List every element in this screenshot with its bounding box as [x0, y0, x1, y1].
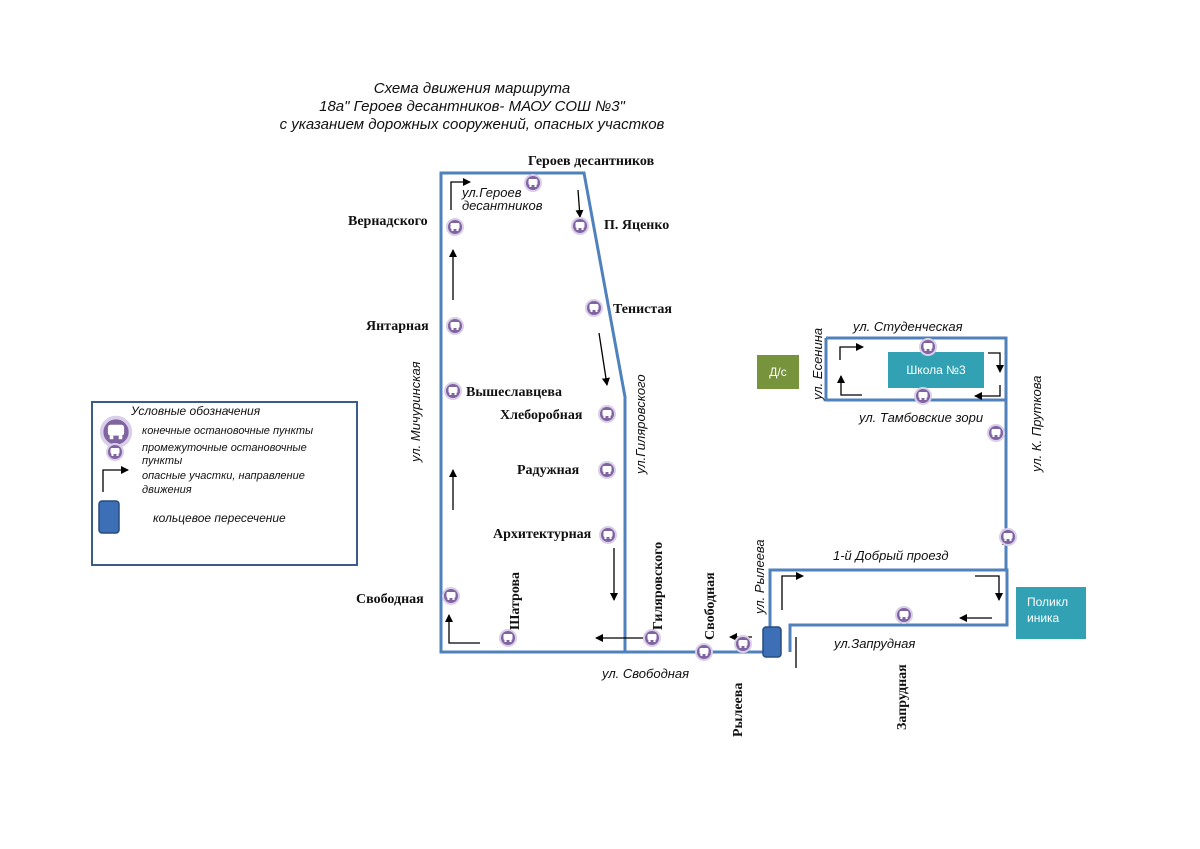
stop-label-vysheslavtseva: Вышеславцева	[466, 385, 562, 400]
title-line-1: Схема движения маршрута	[374, 80, 570, 97]
legend-danger-1: опасные участки, направление	[142, 470, 305, 482]
direction-arrow-icon	[975, 575, 1003, 601]
stop-labels: Героев десантников Вернадского П. Яценко…	[348, 154, 910, 737]
legend-danger-2: движения	[142, 484, 192, 496]
title-line-2: 18а" Героев десантников- МАОУ СОШ №3"	[319, 98, 625, 115]
school-building	[888, 352, 984, 388]
bus-stop-icon	[446, 317, 464, 335]
stop-label-shatrova: Шатрова	[508, 572, 523, 630]
stop-label-zaprudnaya: Запрудная	[895, 664, 910, 730]
legend-frame	[91, 401, 358, 566]
street-label-gilyarovskogo: ул.Гиляровского	[633, 374, 648, 475]
roads	[439, 171, 1009, 654]
direction-arrow-icon	[988, 352, 1004, 373]
street-label-ryleeva: ул. Рылеева	[752, 539, 767, 615]
bus-stop-icon	[571, 217, 589, 235]
bus-stop-icon	[999, 528, 1017, 546]
street-label-geroev-1: ул.Героев	[461, 185, 522, 200]
clinic-label-1: Поликл	[1027, 595, 1068, 609]
street-label-studencheskaya: ул. Студенческая	[852, 319, 963, 334]
street-label-tambovskie: ул. Тамбовские зори	[858, 410, 983, 425]
title-line-3: с указанием дорожных сооружений, опасных…	[280, 116, 665, 133]
stop-label-svobodnaya-v: Свободная	[703, 572, 718, 640]
intermediate-stop-icon	[106, 443, 124, 461]
terminal-stop-icon	[99, 415, 133, 449]
direction-arrow-icon	[781, 572, 804, 610]
direction-arrow-icon	[598, 332, 610, 386]
legend-intermediate-2: пункты	[142, 455, 182, 467]
stop-label-yantarnaya: Янтарная	[366, 319, 429, 334]
danger-arrow-icon	[102, 466, 129, 492]
bus-stop-icon	[499, 629, 517, 647]
direction-arrow-icon	[837, 375, 862, 396]
stop-label-arhitekturnaya: Архитектурная	[493, 527, 592, 542]
street-label-svobodnaya: ул. Свободная	[601, 666, 689, 681]
clinic-label-2: иника	[1027, 611, 1060, 625]
bus-stop-icon	[643, 629, 661, 647]
street-labels: ул.Героев десантников ул. Мичуринская ул…	[408, 185, 1044, 681]
map-title: Схема движения маршрута 18а" Героев деса…	[280, 80, 665, 133]
bus-stop-icon	[598, 405, 616, 423]
stop-label-tenistaya: Тенистая	[613, 302, 672, 317]
school-label: Школа №3	[906, 363, 966, 377]
legend-box: Условные обозначения конечные остановочн…	[91, 401, 358, 566]
legend-terminal: конечные остановочные пункты	[142, 425, 313, 437]
stop-label-hleborobnaya: Хлеборобная	[500, 408, 583, 423]
bus-stop-icon	[919, 338, 937, 356]
stop-label-svobodnaya-left: Свободная	[356, 592, 424, 607]
direction-arrow-icon	[445, 614, 480, 644]
legend-roundabout: кольцевое пересечение	[153, 511, 286, 525]
bus-stop-icon	[598, 461, 616, 479]
bus-stop-icon	[895, 606, 913, 624]
street-label-esenina: ул. Есенина	[810, 328, 825, 401]
stop-label-ryleeva: Рылеева	[731, 683, 746, 737]
road-main-loop	[439, 171, 627, 654]
direction-arrows	[445, 178, 1007, 668]
kindergarten-building	[757, 355, 799, 389]
bus-stop-icon	[987, 424, 1005, 442]
bus-stop-icon	[695, 643, 713, 661]
street-label-geroev-2: десантников	[462, 198, 543, 213]
stop-label-raduzhnaya: Радужная	[517, 463, 580, 478]
street-label-dobryi: 1-й Добрый проезд	[833, 548, 949, 563]
bus-stop-icon	[444, 382, 462, 400]
street-label-prutkova: ул. К. Пруткова	[1029, 376, 1044, 473]
stop-label-vernadskogo: Вернадского	[348, 214, 428, 229]
bus-stop-icon	[442, 587, 460, 605]
direction-arrow-icon	[839, 343, 864, 360]
legend-intermediate-1: промежуточные остановочные	[142, 442, 307, 454]
bus-stop-icon	[446, 218, 464, 236]
legend-title: Условные обозначения	[130, 404, 261, 418]
roundabout-legend-icon	[98, 500, 120, 534]
kindergarten-label: Д/с	[769, 365, 786, 379]
stop-label-yatsenko: П. Яценко	[604, 218, 669, 233]
roundabout-icon	[762, 626, 782, 658]
road-ryleeva-loop	[768, 568, 1009, 652]
direction-arrow-icon	[575, 189, 584, 218]
direction-arrow-icon	[974, 385, 1001, 400]
bus-stop-icon	[914, 387, 932, 405]
bus-stop-icon	[599, 526, 617, 544]
street-label-michurinskaya: ул. Мичуринская	[408, 361, 423, 463]
bus-stop-icon	[524, 174, 542, 192]
direction-arrow-icon	[450, 178, 471, 210]
bus-stop-icon	[734, 635, 752, 653]
street-label-zaprudnaya: ул.Запрудная	[833, 636, 915, 651]
stop-label-geroev: Героев десантников	[528, 154, 655, 169]
stop-label-gilyarovskogo: Гиляровского	[651, 542, 666, 630]
road-school-loop	[824, 336, 1008, 570]
clinic-building	[1016, 587, 1086, 639]
bus-stop-icon	[585, 299, 603, 317]
